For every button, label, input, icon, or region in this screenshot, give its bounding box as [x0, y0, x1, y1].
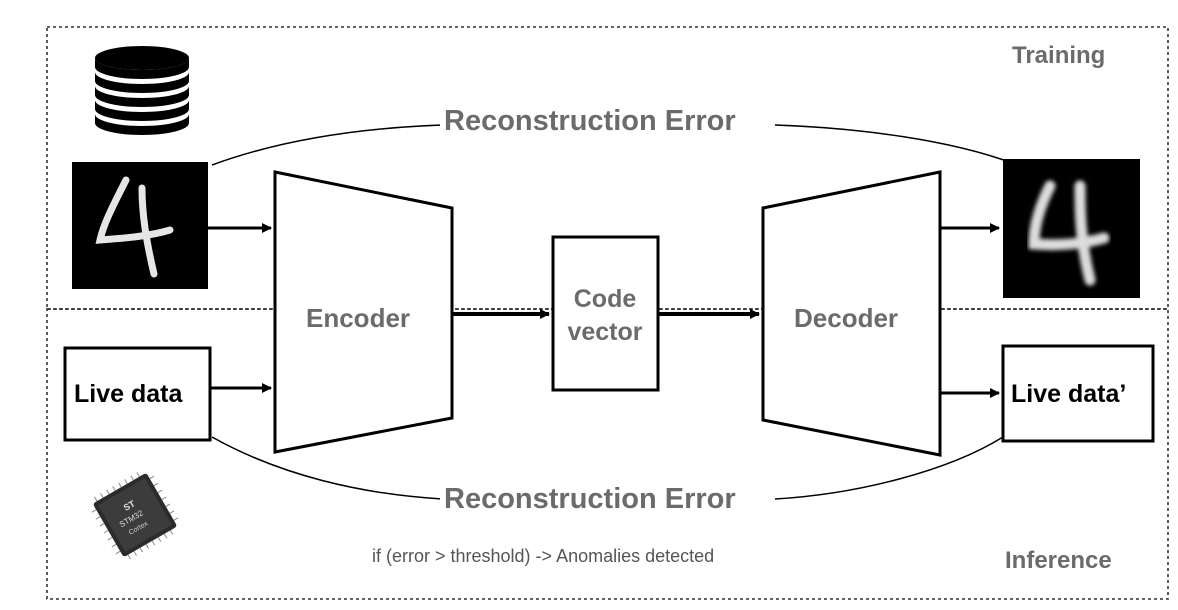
microcontroller-icon: ST STM32 Cortex — [91, 472, 179, 560]
code-vector-label: Code vector — [555, 283, 655, 349]
live-data-box — [63, 346, 212, 442]
reconstruction-error-top: Reconstruction Error — [440, 105, 740, 138]
decoder-label: Decoder — [794, 303, 899, 333]
reconstruction-curve-bottom — [211, 436, 443, 500]
reconstruction-curve-top — [211, 124, 443, 166]
mnist-digit-reconstructed — [1003, 159, 1140, 298]
code-vector-box — [551, 235, 660, 392]
mnist-digit-input — [72, 162, 208, 289]
inference-label: Inference — [1005, 547, 1112, 574]
training-label: Training — [1012, 42, 1106, 69]
encoder-label: Encoder — [306, 303, 411, 333]
reconstruction-curve-top-right — [774, 124, 1013, 164]
encoder-block — [273, 170, 454, 454]
code-vector-line2: vector — [567, 318, 643, 346]
code-vector-line1: Code — [573, 285, 637, 313]
anomaly-condition-text: if (error > threshold) -> Anomalies dete… — [372, 546, 715, 566]
live-data-label: Live data — [74, 380, 183, 408]
reconstruction-error-bottom: Reconstruction Error — [440, 483, 740, 516]
decoder-block — [761, 170, 942, 457]
database-icon — [95, 46, 189, 135]
live-data-output-box — [1001, 344, 1155, 443]
live-data-output-label: Live data’ — [1011, 380, 1127, 408]
reconstruction-curve-bottom-right — [774, 436, 1004, 500]
